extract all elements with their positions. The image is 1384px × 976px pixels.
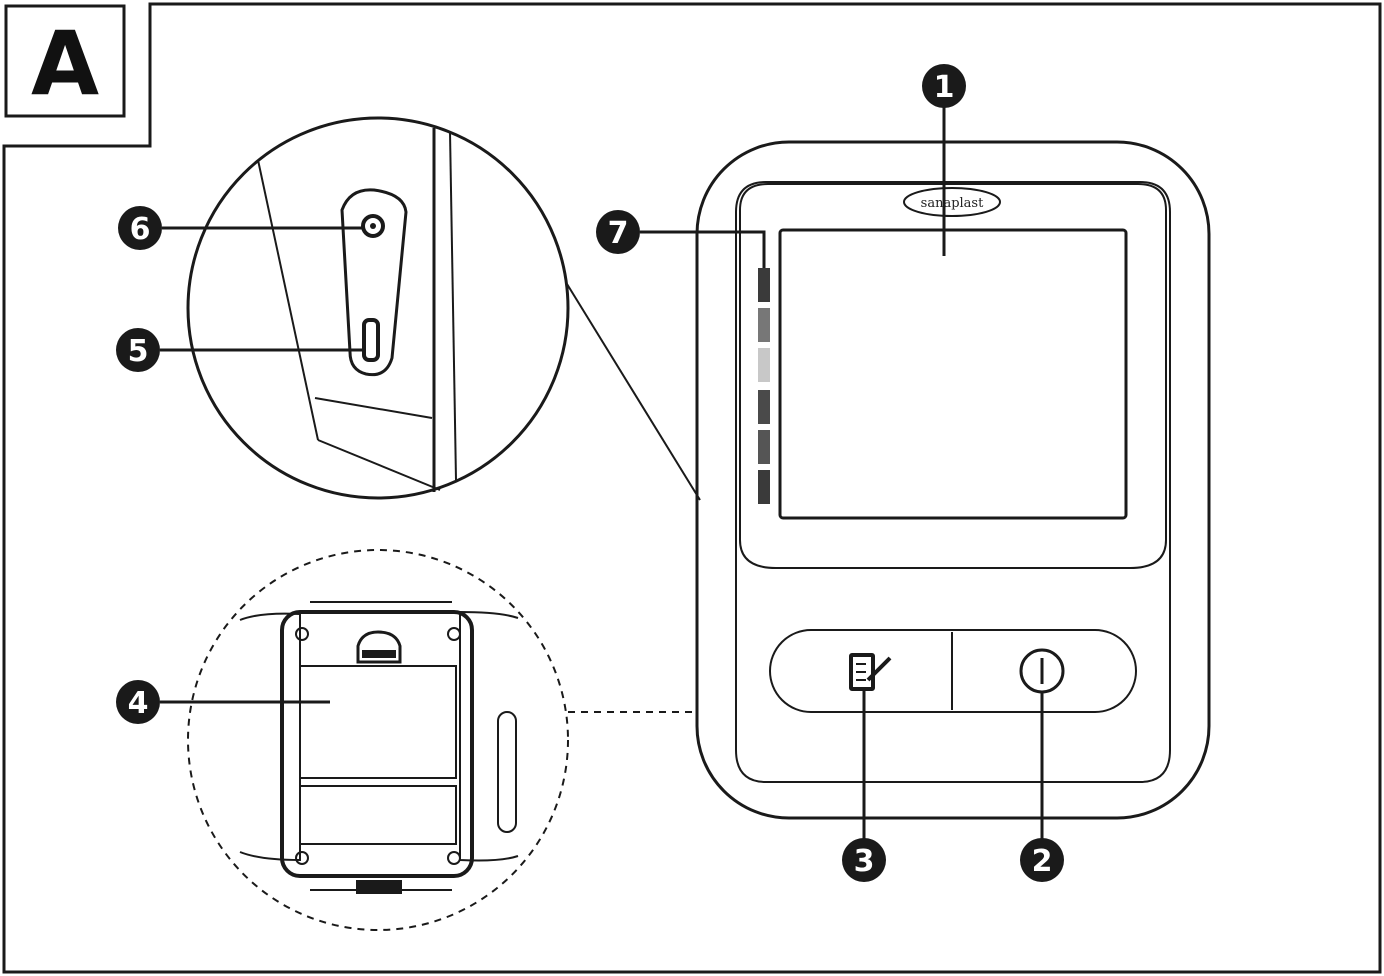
- panel-label-box: [4, 4, 126, 118]
- callout-7: 7: [596, 210, 640, 254]
- svg-text:2: 2: [1032, 844, 1053, 879]
- callout-4: 4: [116, 680, 160, 724]
- svg-text:5: 5: [128, 334, 149, 369]
- display-bezel: [739, 183, 1167, 569]
- svg-text:sanaplast: sanaplast: [921, 196, 984, 211]
- svg-text:6: 6: [130, 212, 151, 247]
- svg-text:4: 4: [128, 686, 149, 721]
- usb-port: [362, 318, 380, 362]
- device-outer-shell: [695, 140, 1211, 820]
- callout-6: 6: [118, 206, 162, 250]
- bottom-detail-circle: [187, 549, 569, 931]
- side-detail-circle: [186, 116, 570, 500]
- memory-button[interactable]: [772, 632, 950, 710]
- blood-pressure-monitor: sanaplast: [695, 140, 1211, 820]
- svg-text:3: 3: [854, 844, 875, 879]
- device-front-panel: [735, 181, 1171, 783]
- battery-compartment-detail: [187, 549, 696, 931]
- svg-text:7: 7: [608, 216, 629, 251]
- panel-letter: A: [31, 12, 99, 115]
- who-indicator-bar: [758, 268, 770, 504]
- port-housing: [340, 188, 408, 377]
- svg-text:1: 1: [934, 70, 955, 105]
- battery-cover: [280, 610, 474, 878]
- side-port-detail: [186, 116, 701, 501]
- brand-logo: sanaplast: [903, 187, 1001, 217]
- lcd-display: [778, 228, 1128, 520]
- memory-notepad-icon: [849, 653, 892, 691]
- leader-lines: [160, 104, 1044, 842]
- callout-1: 1: [922, 64, 966, 108]
- callout-3: 3: [842, 838, 886, 882]
- callout-2: 2: [1020, 838, 1064, 882]
- button-bar: [769, 629, 1137, 713]
- callout-5: 5: [116, 328, 160, 372]
- cuff-connector: [361, 214, 385, 238]
- power-button[interactable]: [954, 632, 1134, 710]
